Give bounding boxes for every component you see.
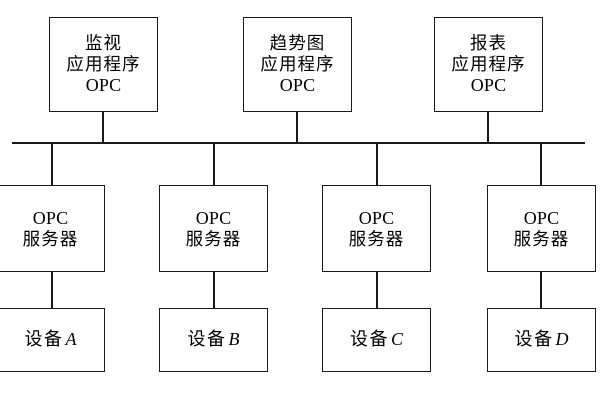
server-box-2-line2: 服务器 <box>185 228 242 249</box>
server-box-4[interactable]: OPC 服务器 <box>487 185 596 272</box>
server-box-4-line2: 服务器 <box>513 228 570 249</box>
server-box-3[interactable]: OPC 服务器 <box>322 185 431 272</box>
application-box-trend-chart-line2: 应用程序 <box>260 53 335 74</box>
device-box-a-text: 设备 <box>24 329 64 350</box>
device-box-b-text: 设备 <box>187 329 227 350</box>
server-box-3-line2: 服务器 <box>348 228 405 249</box>
connector-bus-to-server-3 <box>376 142 378 186</box>
device-box-d-text: 设备 <box>514 329 554 350</box>
application-box-trend-chart-line3: OPC <box>279 74 316 95</box>
server-box-1[interactable]: OPC 服务器 <box>0 185 105 272</box>
connector-report-to-bus <box>487 112 489 143</box>
connector-server-1-to-device-a <box>51 272 53 309</box>
server-box-1-line2: 服务器 <box>22 228 79 249</box>
application-box-monitoring-line3: OPC <box>85 74 122 95</box>
connector-bus-to-server-1 <box>51 142 53 186</box>
server-box-4-line1: OPC <box>523 207 560 228</box>
application-box-report-line3: OPC <box>470 74 507 95</box>
server-box-3-line1: OPC <box>358 207 395 228</box>
device-box-a-letter: A <box>65 329 77 350</box>
application-box-report[interactable]: 报表 应用程序 OPC <box>434 17 543 112</box>
connector-server-3-to-device-c <box>376 272 378 309</box>
application-box-monitoring[interactable]: 监视 应用程序 OPC <box>49 17 158 112</box>
server-box-1-line1: OPC <box>32 207 69 228</box>
connector-server-4-to-device-d <box>540 272 542 309</box>
server-box-2-line1: OPC <box>195 207 232 228</box>
connector-monitoring-to-bus <box>102 112 104 143</box>
device-box-c-letter: C <box>390 329 403 350</box>
connector-bus-to-server-4 <box>540 142 542 186</box>
device-box-d-letter: D <box>555 329 569 350</box>
connector-trend-chart-to-bus <box>296 112 298 143</box>
server-box-2[interactable]: OPC 服务器 <box>159 185 268 272</box>
application-box-trend-chart-line1: 趋势图 <box>269 33 326 54</box>
device-box-b-letter: B <box>228 329 240 350</box>
connector-bus-to-server-2 <box>213 142 215 186</box>
application-box-trend-chart[interactable]: 趋势图 应用程序 OPC <box>243 17 352 112</box>
application-box-monitoring-line1: 监视 <box>84 33 123 54</box>
communication-bus-line <box>12 142 585 144</box>
connector-server-2-to-device-b <box>213 272 215 309</box>
application-box-report-line2: 应用程序 <box>451 53 526 74</box>
device-box-c-text: 设备 <box>350 329 389 350</box>
application-box-report-line1: 报表 <box>469 33 508 54</box>
application-box-monitoring-line2: 应用程序 <box>66 53 141 74</box>
